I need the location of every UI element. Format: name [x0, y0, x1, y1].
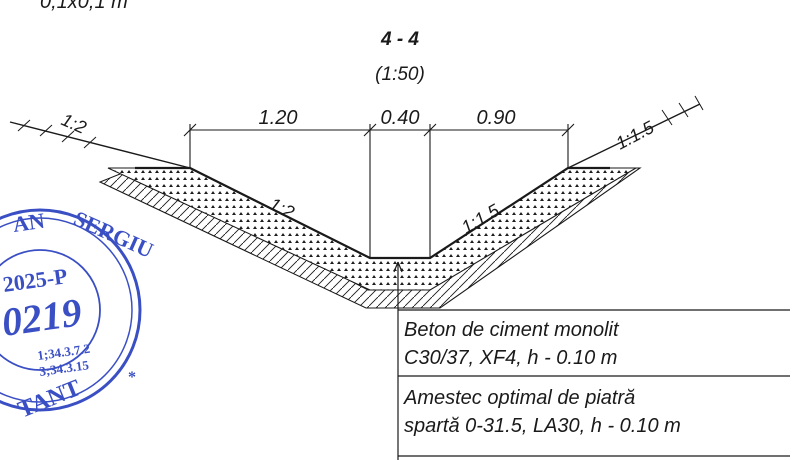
legend-layer1-line2: C30/37, XF4, h - 0.10 m — [404, 347, 617, 369]
legend: Beton de ciment monolit C30/37, XF4, h -… — [398, 319, 790, 457]
ground-surface-right — [567, 95, 704, 169]
stamp-number: 0219 — [0, 289, 84, 345]
concrete-layer — [107, 167, 639, 291]
stamp-ref2: 3;34.3.15 — [38, 357, 90, 379]
certification-stamp: AN SERGIU 2025-P 0219 1;34.3.7.2 3;34.3.… — [0, 206, 157, 424]
section-title: 4 - 4 — [380, 29, 419, 50]
ground-surface-left — [9, 119, 191, 169]
stamp-ref1: 1;34.3.7.2 — [36, 341, 91, 363]
legend-layer1-line1: Beton de ciment monolit — [404, 319, 620, 341]
legend-layer2-line2: spartă 0-31.5, LA30, h - 0.10 m — [404, 415, 681, 437]
top-note: 0,1x0,1 m — [40, 0, 128, 13]
stamp-name-part1: AN — [11, 208, 46, 237]
legend-layer2-line1: Amestec optimal de piatră — [403, 387, 635, 409]
stamp-star: * — [128, 369, 136, 386]
dim-bottom-width: 0.40 — [381, 107, 420, 129]
dimension-line — [183, 123, 575, 258]
leader-line — [393, 261, 790, 460]
dim-left-width: 1.20 — [259, 107, 298, 129]
dim-right-width: 0.90 — [477, 107, 516, 129]
ditch-inner-surface — [135, 166, 610, 260]
slope-outer-left: 1:2 — [58, 109, 89, 137]
stamp-role: TANT — [15, 375, 85, 423]
section-scale: (1:50) — [375, 64, 425, 85]
slope-outer-right: 1:1.5 — [612, 117, 658, 154]
